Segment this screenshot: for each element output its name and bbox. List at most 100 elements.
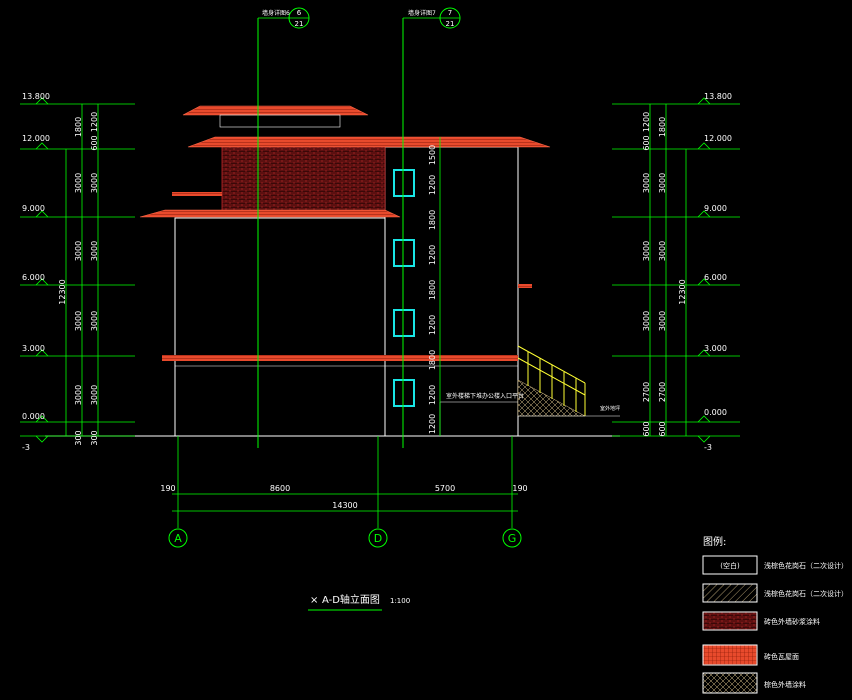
ground-note: 室外楼梯下堆办公楼入口平台 bbox=[446, 392, 524, 400]
dim-right-inner-7: 600 bbox=[642, 421, 651, 436]
legend-swatch-1-text: (空白) bbox=[720, 561, 740, 570]
legend-label-3: 砖色外墙砂浆涂料 bbox=[764, 617, 820, 626]
dim-right-outer-1: 1800 bbox=[658, 117, 667, 137]
dim-left-inner-1: 1200 bbox=[90, 112, 99, 132]
floor-band bbox=[162, 355, 518, 361]
window-2f bbox=[393, 309, 415, 337]
dim-bottom-right-edge: 190 bbox=[512, 484, 527, 493]
bottom-dimensions bbox=[172, 436, 518, 528]
dim-win-7: 1800 bbox=[428, 350, 437, 370]
legend-swatch-4 bbox=[702, 644, 758, 666]
dim-win-2: 1200 bbox=[428, 175, 437, 195]
legend-label-2: 浅棕色花岗石（二次设计） bbox=[764, 589, 848, 598]
roof-main bbox=[187, 136, 551, 148]
elev-right-9000: 9.000 bbox=[704, 204, 727, 213]
axis-label-g: G bbox=[508, 532, 517, 545]
dim-left-outer-4: 3000 bbox=[74, 311, 83, 331]
window-4f bbox=[393, 169, 415, 197]
elev-right-3000: 3.000 bbox=[704, 344, 727, 353]
legend-heading: 图例: bbox=[703, 535, 726, 548]
dim-left-total: 12300 bbox=[58, 279, 67, 304]
stair-railing bbox=[517, 345, 586, 416]
dim-bottom-seg1: 8600 bbox=[270, 484, 290, 493]
windows bbox=[393, 169, 415, 407]
legend-label-5: 棕色外墙涂料 bbox=[764, 680, 806, 689]
dim-win-6: 1200 bbox=[428, 315, 437, 335]
title-text: A-D轴立面图 bbox=[322, 593, 380, 606]
title-prefix: × bbox=[310, 595, 318, 606]
dim-win-4: 1200 bbox=[428, 245, 437, 265]
legend: 图例: (空白) 浅棕色花岗石（二次设计） 浅棕色花岗石（二次设计） 砖色外墙砂… bbox=[702, 535, 848, 694]
axis-bubble-a bbox=[168, 528, 188, 548]
legend-label-4: 砖色瓦屋面 bbox=[764, 652, 799, 661]
elev-left-12000: 12.000 bbox=[22, 134, 50, 143]
dim-left-outer-1: 1800 bbox=[74, 117, 83, 137]
dim-bottom-seg2: 5700 bbox=[435, 484, 455, 493]
dim-right-outer-3: 3000 bbox=[658, 241, 667, 261]
dim-right-inner-1: 1200 bbox=[642, 112, 651, 132]
dim-right-inner-3: 3000 bbox=[642, 173, 651, 193]
dim-right-outer-5: 2700 bbox=[658, 382, 667, 402]
dim-left-inner-5: 3000 bbox=[90, 311, 99, 331]
callout-bottom-6: 21 bbox=[295, 20, 304, 28]
elev-left-6000: 6.000 bbox=[22, 273, 45, 282]
axis-bubbles: A D G bbox=[168, 528, 522, 548]
window-dimension-column: 1500 1200 1800 1200 1800 1200 1800 1200 … bbox=[428, 137, 441, 436]
dim-left-outer-3: 3000 bbox=[74, 241, 83, 261]
dim-win-8: 1200 bbox=[428, 385, 437, 405]
brick-wall-upper bbox=[221, 146, 386, 212]
roof-top-eave bbox=[219, 114, 341, 128]
dim-win-3: 1800 bbox=[428, 210, 437, 230]
legend-label-1: 浅棕色花岗石（二次设计） bbox=[764, 561, 848, 570]
callout-note-7: 墙身详图7 bbox=[408, 9, 436, 17]
window-3f bbox=[393, 239, 415, 267]
roof-side-small bbox=[518, 284, 532, 288]
dim-bottom-left-edge: 190 bbox=[160, 484, 175, 493]
dim-left-inner-7: 300 bbox=[90, 430, 99, 445]
legend-swatch-5 bbox=[702, 672, 758, 694]
callout-top-6: 6 bbox=[297, 9, 302, 17]
callout-note-6: 墙身详图6 bbox=[262, 9, 290, 17]
dim-left-outer-2: 3000 bbox=[74, 173, 83, 193]
elev-left-0: 0.000 bbox=[22, 412, 45, 421]
callout-bottom-7: 21 bbox=[446, 20, 455, 28]
callout-top-7: 7 bbox=[448, 9, 452, 17]
elev-right-0: 0.000 bbox=[704, 408, 727, 417]
window-1f bbox=[393, 379, 415, 407]
title-scale: 1:100 bbox=[390, 597, 410, 605]
dim-right-inner-5: 3000 bbox=[642, 311, 651, 331]
axis-label-a: A bbox=[174, 532, 182, 545]
dim-win-5: 1800 bbox=[428, 280, 437, 300]
dim-right-inner-6: 2700 bbox=[642, 382, 651, 402]
detail-callouts: 墙身详图6 6 21 墙身详图7 7 21 bbox=[257, 7, 461, 448]
elevation-labels-left: 13.800 12.000 9.000 6.000 3.000 0.000 -3… bbox=[22, 92, 99, 452]
axis-label-d: D bbox=[374, 532, 382, 545]
dim-left-inner-3: 3000 bbox=[90, 173, 99, 193]
axis-bubble-d bbox=[368, 528, 388, 548]
elev-right-6000: 6.000 bbox=[704, 273, 727, 282]
elevation-marks-left bbox=[20, 97, 135, 443]
dim-win-9: 1200 bbox=[428, 414, 437, 434]
roof-top bbox=[182, 105, 369, 116]
elev-left-minus3: -3 bbox=[22, 443, 30, 452]
elevation-marks-right bbox=[612, 97, 740, 443]
elev-right-12000: 12.000 bbox=[704, 134, 732, 143]
roof-step bbox=[172, 192, 222, 196]
legend-swatch-3 bbox=[702, 611, 758, 631]
dim-left-inner-2: 600 bbox=[90, 135, 99, 150]
building-elevation bbox=[45, 105, 620, 437]
dim-right-outer-4: 3000 bbox=[658, 311, 667, 331]
dim-left-outer-5: 3000 bbox=[74, 385, 83, 405]
elev-right-13800: 13.800 bbox=[704, 92, 732, 101]
main-wall bbox=[174, 217, 386, 437]
dim-right-outer-6: 600 bbox=[658, 421, 667, 436]
dim-bottom-total: 14300 bbox=[332, 501, 357, 510]
elev-left-9000: 9.000 bbox=[22, 204, 45, 213]
dim-left-outer-6: 300 bbox=[74, 430, 83, 445]
elevation-labels-right: 13.800 12.000 9.000 6.000 3.000 0.000 -3… bbox=[642, 92, 732, 452]
dim-right-inner-2: 600 bbox=[642, 135, 651, 150]
dim-right-total: 12300 bbox=[678, 279, 687, 304]
right-small-note: 室外地坪 bbox=[600, 405, 620, 412]
drawing-title: × A-D轴立面图 1:100 bbox=[308, 593, 410, 611]
